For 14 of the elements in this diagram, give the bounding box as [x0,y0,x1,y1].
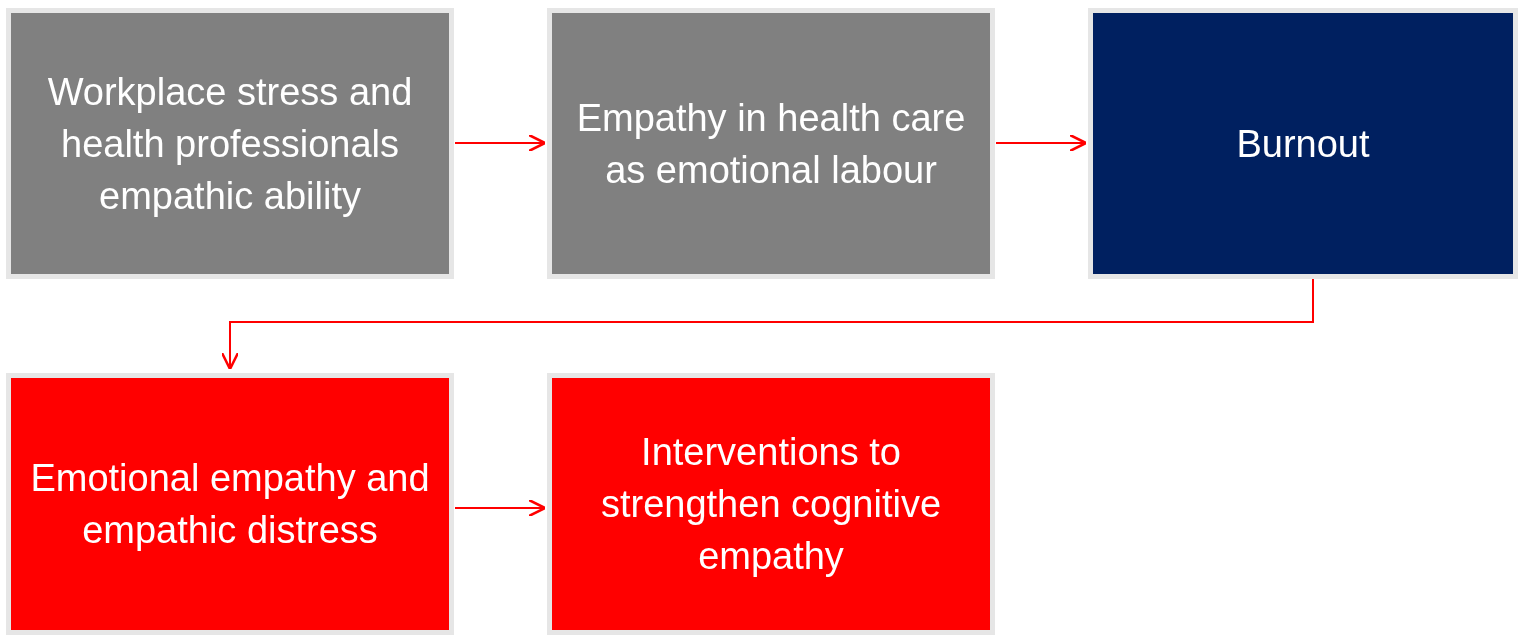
box-label: Interventions to strengthen cognitive empathy [599,430,943,579]
box-label: Burnout [1235,121,1371,167]
process-box [6,373,454,635]
process-box [547,8,995,279]
box-label: Workplace stress and health professionals empathic ability [46,69,414,219]
arrow [454,498,547,518]
process-box [547,373,995,635]
box-label: Empathy in health care as emotional labour [575,95,967,193]
box-label: Emotional empathy and empathic distress [29,456,431,553]
arrow [220,278,1314,371]
process-box [6,8,454,279]
arrow [454,133,547,153]
process-box [1088,8,1518,279]
arrow [995,133,1088,153]
